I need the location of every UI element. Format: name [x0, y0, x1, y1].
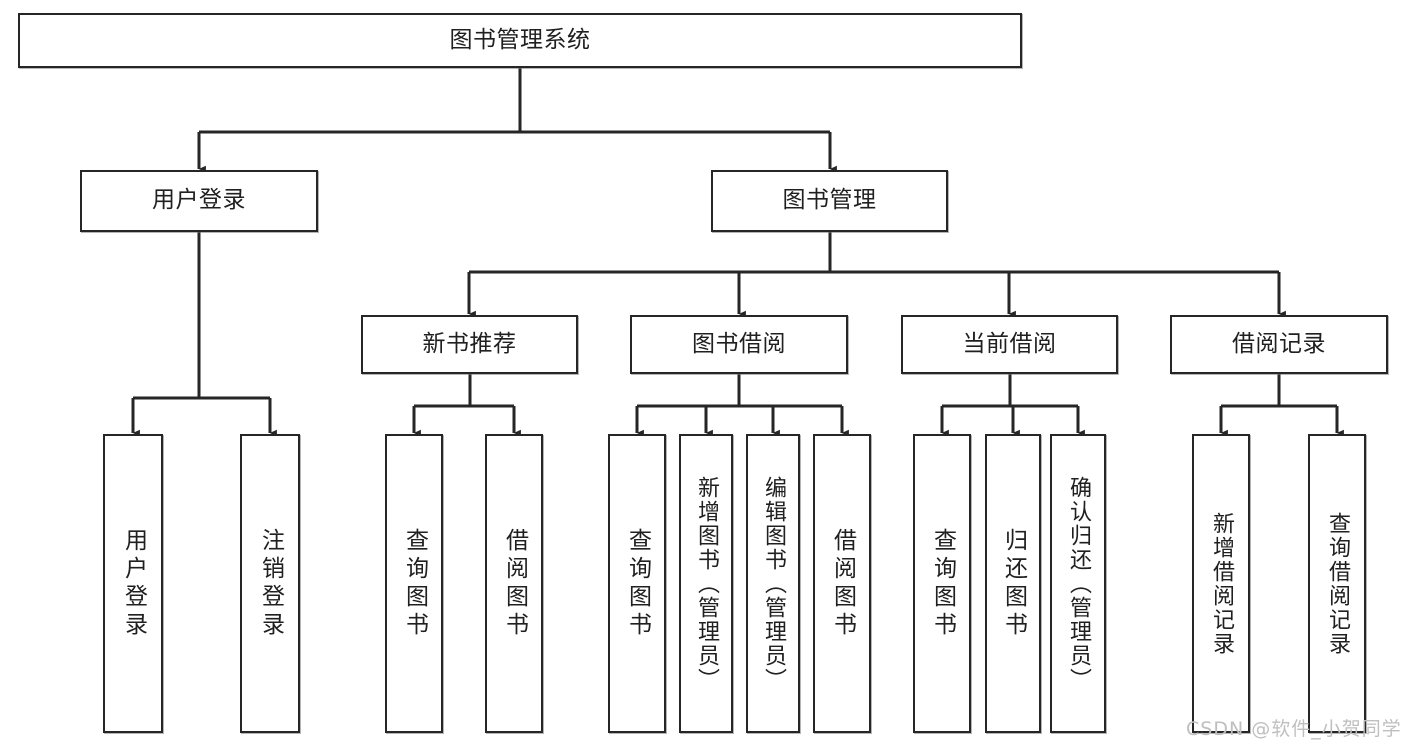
leaf-box-7: 借阅图书: [813, 434, 871, 733]
leaf-label: 查询图书: [929, 527, 956, 640]
leaf-label: 归还图书: [1000, 527, 1027, 640]
level3-label: 当前借阅: [962, 330, 1057, 357]
leaf-box-4: 查询图书: [608, 434, 666, 733]
leaf-label: 注销登录: [257, 527, 284, 640]
leaf-box-5: 新增图书（管理员）: [679, 434, 733, 733]
root-box-0: 图书管理系统: [18, 13, 1022, 68]
leaf-box-8: 查询图书: [913, 434, 971, 733]
leaf-box-11: 新增借阅记录: [1192, 434, 1250, 733]
leaf-box-1: 注销登录: [240, 434, 300, 733]
leaf-box-9: 归还图书: [985, 434, 1041, 733]
leaf-label: 借阅图书: [501, 527, 528, 640]
leaf-label: 查询图书: [624, 527, 651, 640]
leaf-label: 编辑图书（管理员）: [761, 475, 786, 692]
level3-box-3: 借阅记录: [1170, 315, 1388, 374]
level2-label: 图书管理: [782, 187, 877, 214]
leaf-label: 查询借阅记录: [1325, 511, 1350, 656]
leaf-box-2: 查询图书: [385, 434, 443, 733]
level3-label: 借阅记录: [1232, 330, 1326, 357]
leaf-box-12: 查询借阅记录: [1308, 434, 1366, 733]
leaf-label: 新增借阅记录: [1209, 511, 1234, 656]
level3-box-1: 图书借阅: [630, 315, 848, 374]
level3-box-2: 当前借阅: [901, 315, 1118, 374]
leaf-box-3: 借阅图书: [485, 434, 543, 733]
leaf-label: 确认归还（管理员）: [1066, 475, 1091, 692]
level3-label: 图书借阅: [692, 330, 786, 357]
leaf-label: 新增图书（管理员）: [694, 475, 719, 692]
leaf-label: 用户登录: [120, 527, 147, 640]
leaf-label: 查询图书: [401, 527, 428, 640]
leaf-box-0: 用户登录: [103, 434, 163, 733]
level2-box-0: 用户登录: [80, 170, 318, 232]
leaf-box-10: 确认归还（管理员）: [1050, 434, 1106, 733]
level3-box-0: 新书推荐: [361, 315, 578, 374]
level2-label: 用户登录: [152, 187, 246, 214]
csdn-watermark: CSDN @软件_小贺同学: [1186, 718, 1402, 740]
leaf-label: 借阅图书: [829, 527, 856, 640]
level2-box-1: 图书管理: [711, 170, 948, 232]
leaf-box-6: 编辑图书（管理员）: [746, 434, 800, 733]
root-label: 图书管理系统: [449, 26, 591, 53]
level3-label: 新书推荐: [422, 330, 517, 357]
